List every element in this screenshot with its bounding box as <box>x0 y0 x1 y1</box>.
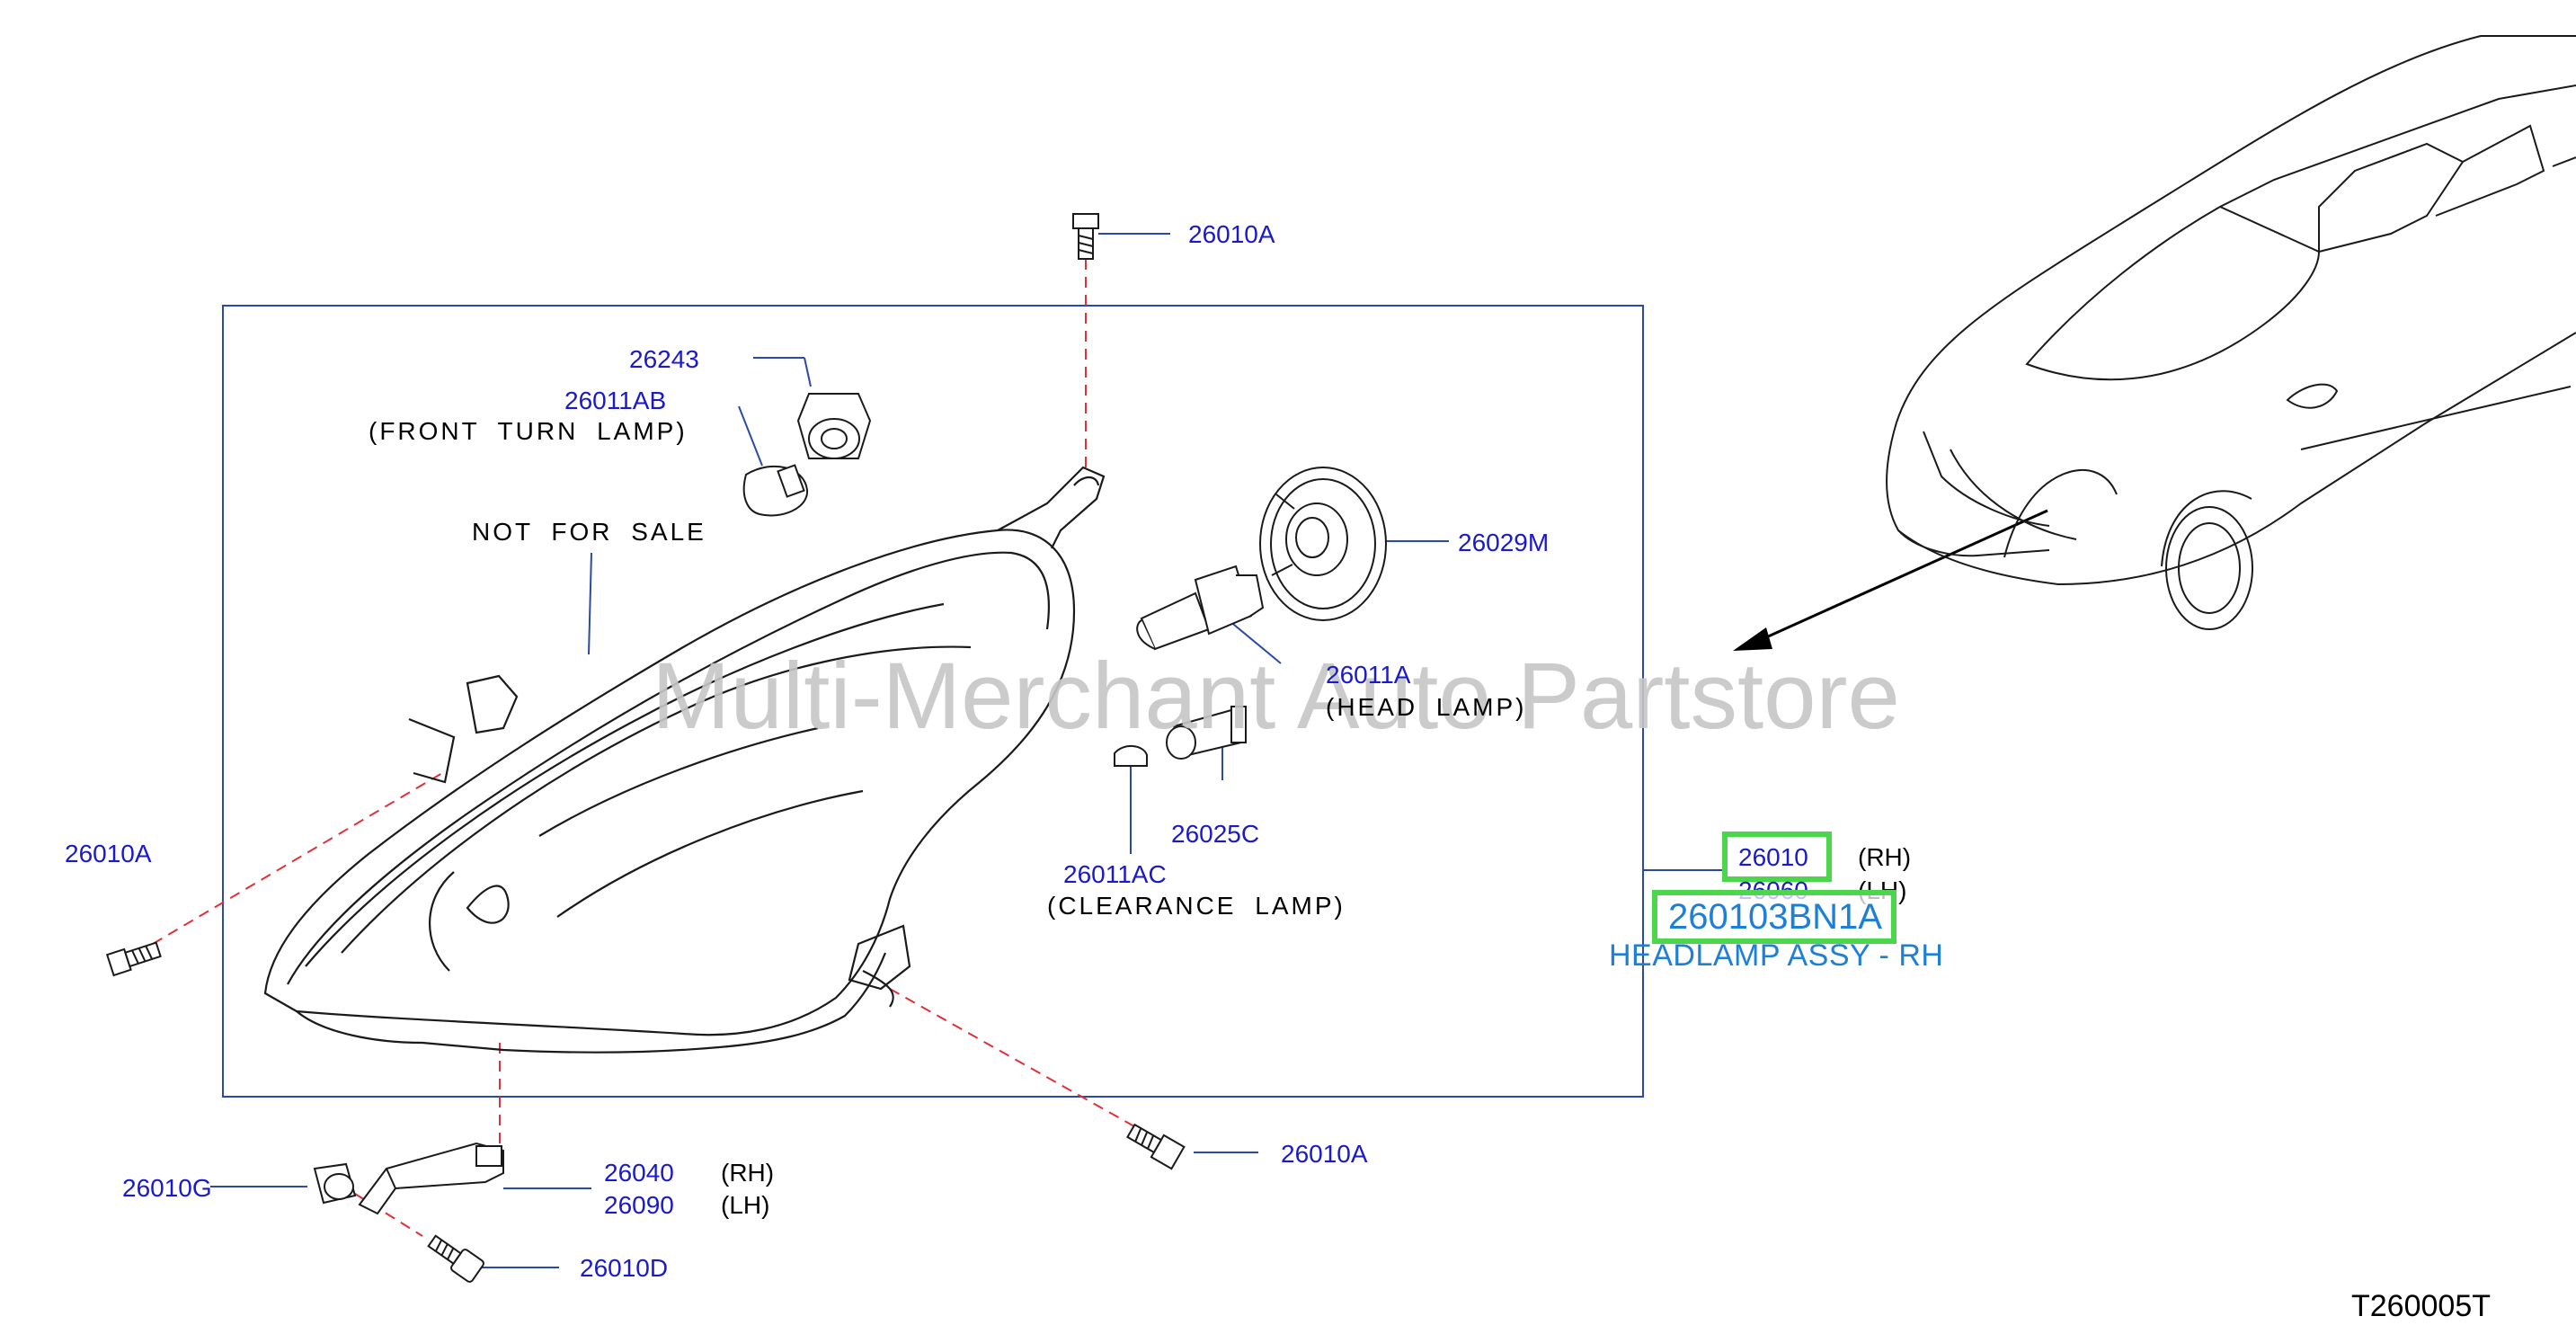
label-not-for-sale: NOT FOR SALE <box>472 518 706 546</box>
car-outline <box>1886 35 2576 630</box>
label-26243[interactable]: 26243 <box>629 345 699 373</box>
highlight-selected-part <box>1652 890 1896 944</box>
dust-cap <box>1259 467 1387 621</box>
clearance-bulb <box>1114 745 1148 767</box>
turn-bulb <box>742 464 809 517</box>
leader-lines <box>210 233 1449 1268</box>
clearance-socket <box>1166 706 1247 760</box>
bolt-left <box>105 941 162 977</box>
selected-part-name: HEADLAMP ASSY - RH <box>1609 938 1944 973</box>
label-head-lamp: (HEAD LAMP) <box>1326 693 1527 721</box>
bolt-bottom <box>1126 1123 1186 1170</box>
bracket <box>358 1142 504 1215</box>
label-26010a-left[interactable]: 26010A <box>65 840 152 867</box>
screw <box>427 1234 484 1283</box>
bolt-top <box>1072 213 1099 260</box>
label-26040[interactable]: 26040 <box>604 1159 674 1187</box>
label-26025c[interactable]: 26025C <box>1171 820 1260 848</box>
turn-socket <box>796 393 872 459</box>
label-26011a[interactable]: 26011A <box>1326 661 1411 689</box>
clip <box>313 1162 357 1205</box>
highlight-26010 <box>1722 832 1832 882</box>
label-26011ac[interactable]: 26011AC <box>1063 860 1167 888</box>
label-26040-side: (RH) <box>721 1159 775 1187</box>
label-26010a-bottom[interactable]: 26010A <box>1281 1140 1368 1168</box>
head-bulb <box>1136 565 1265 651</box>
label-26010a-top[interactable]: 26010A <box>1188 220 1275 248</box>
label-26010[interactable]: 26010 <box>1738 843 1808 871</box>
label-26090[interactable]: 26090 <box>604 1191 674 1219</box>
direction-arrow <box>1733 509 2048 651</box>
label-front-turn-lamp: (FRONT TURN LAMP) <box>369 417 688 445</box>
selected-part-number[interactable]: 260103BN1A <box>1668 897 1882 937</box>
label-26010d[interactable]: 26010D <box>580 1254 669 1282</box>
label-26010-side: (RH) <box>1858 843 1912 871</box>
label-clearance-lamp: (CLEARANCE LAMP) <box>1047 892 1346 920</box>
label-26090-side: (LH) <box>721 1191 770 1219</box>
headlamp-body <box>263 466 1106 1054</box>
mounting-lines <box>152 259 1150 1237</box>
label-26011ab[interactable]: 26011AB <box>564 387 667 414</box>
label-26010g[interactable]: 26010G <box>122 1174 212 1202</box>
diagram-reference: T260005T <box>2351 1289 2491 1323</box>
assembly-frame <box>222 305 1644 1098</box>
label-26029m[interactable]: 26029M <box>1458 529 1550 556</box>
